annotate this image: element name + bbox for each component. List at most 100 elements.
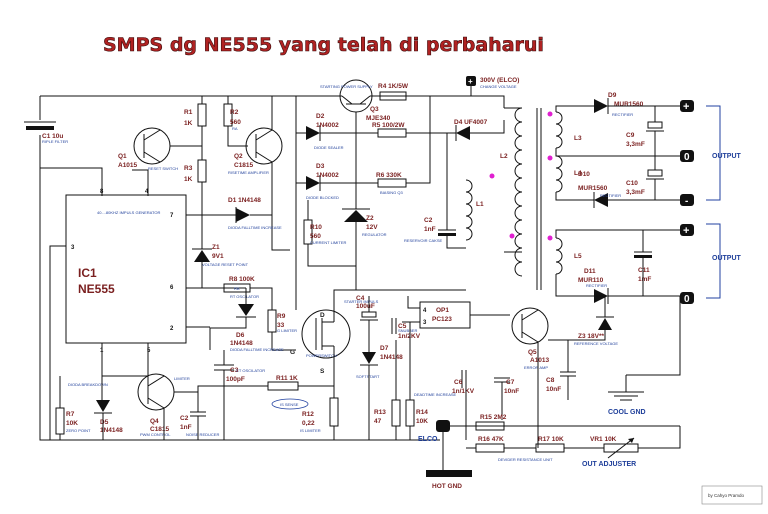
vr1-potentiometer: VR1 10K OUT ADJUSTER [582, 436, 639, 468]
r12-value: 0,22 [302, 420, 315, 427]
c8-value: 10nF [546, 386, 561, 393]
d5-value: 1N4148 [100, 427, 123, 434]
op1-wiring [402, 296, 510, 323]
c2-lower-sub: NOISE REDUCER [186, 432, 219, 437]
z3-wiring [548, 296, 606, 341]
c6-capacitor: C6 1n/1KV [452, 370, 475, 395]
mosfet-powerswitch: D G S POWERSWITCH [290, 309, 351, 375]
z1-label: Z1 [212, 244, 220, 251]
r5-resistor: R5 100/2W [372, 122, 407, 138]
c8-capacitor: C8 10nF [546, 371, 576, 393]
c2-capacitor: C2 1nF RESERVOIR CAKSE [404, 217, 456, 243]
d3-sub: DIODE BLOCKED [306, 195, 339, 200]
r12-sub: IS LIMITER [300, 428, 321, 433]
d7-label: D7 [380, 345, 389, 352]
output2-plus-terminal: + [680, 224, 694, 237]
r8-sub: RT OSCILATOR [230, 294, 259, 299]
c5-capacitor: C5 1n/2KV SNUBBER [391, 318, 421, 340]
r4-resistor: R4 1K/5W [378, 83, 409, 101]
r16-resistor: R16 47K [475, 436, 505, 453]
d4-diode: D4 UF4007 [454, 119, 488, 141]
c7-value: 10nF [504, 388, 519, 395]
ic1-ne555: IC1 NE555 40....80KHZ IMPULS GENERATOR 8… [65, 189, 187, 354]
c10-value: 3,3mF [626, 189, 645, 196]
r9-wiring [271, 332, 296, 351]
c2-lower-capacitor: C2 1nF NOISE REDUCER [180, 411, 219, 437]
r11-label: R11 1K [276, 375, 298, 382]
q5-sub: ERROR AMP [524, 365, 548, 370]
d2-label: D2 [316, 113, 325, 120]
r8-label: R8 100K [229, 276, 255, 283]
vr1-label: VR1 10K [590, 436, 617, 443]
r2-label: R2 [230, 109, 239, 116]
c3-value: 100pF [226, 376, 245, 383]
c2-wiring [446, 133, 466, 249]
r16-label: R16 47K [478, 436, 504, 443]
d3-diode: D3 1N4002 DIODE BLOCKED [306, 163, 339, 200]
hot-gnd-symbol: HOT GND [426, 470, 472, 490]
d4-wiring [470, 120, 505, 134]
l4-label: L4 [574, 170, 582, 177]
r7-value: 10K [66, 420, 78, 427]
r3-value: 1K [184, 176, 193, 183]
d1-sub: DIODA FALLTIME INCREASE [228, 225, 282, 230]
output2-bracket [706, 223, 721, 299]
z2-zener: Z2 12V REGULATOR [342, 208, 387, 237]
l2-transformer-primary: L2 [489, 107, 523, 277]
c2-sub: RESERVOIR CAKSE [404, 238, 442, 243]
cool-side-wiring [465, 296, 681, 440]
c2-lower-label: C2 [180, 415, 189, 422]
output1-bracket [706, 105, 721, 201]
q4-top: LIMITER [174, 376, 190, 381]
q4-label: Q4 [150, 418, 159, 425]
d6-sub: DIODA FALLTIME INCREASE [230, 347, 284, 352]
elco-wiring [442, 425, 680, 470]
q4-value: C1815 [150, 426, 170, 433]
r4-label: R4 1K/5W [378, 83, 409, 90]
d6-value: 1N4148 [230, 340, 253, 347]
output2-plus: + [683, 225, 689, 237]
r9-resistor: R9 33 G LIMITER [267, 309, 297, 333]
d2-sub: DIODE SEALER [314, 145, 344, 150]
c9-label: C9 [626, 132, 635, 139]
c4-capacitor: C4 100uF STARTER IMPULS [344, 295, 379, 321]
c9-capacitor: C9 3,3mF [626, 121, 664, 148]
output2-zero: 0 [684, 294, 690, 305]
divider-wiring [466, 420, 604, 449]
output1-label: OUTPUT [712, 153, 742, 160]
r10-sub: CURRENT LIMITER [310, 240, 346, 245]
output2-label: OUTPUT [712, 255, 742, 262]
d11-value: MUR110 [578, 277, 604, 284]
r1-r3-wiring [170, 96, 246, 216]
op1-optocoupler: OP1 PC123 4 3 [419, 301, 471, 329]
r13-value: 47 [374, 418, 382, 425]
c1-capacitor: C1 10u RIPLE FILTER [24, 121, 68, 144]
r14-value: 10K [416, 418, 428, 425]
c10-label: C10 [626, 180, 638, 187]
r15-label: R15 2M2 [480, 414, 507, 421]
r9-sub: G LIMITER [277, 328, 297, 333]
d3-value: 1N4002 [316, 172, 339, 179]
c2-lower-value: 1nF [180, 424, 192, 431]
d11-sub: RECTIFIER [586, 283, 607, 288]
diagram-title: SMPS dg NE555 yang telah di perbaharui [103, 34, 544, 56]
l2-label: L2 [500, 153, 508, 160]
ic1-pin6: 6 [170, 285, 174, 291]
r10-resistor: R10 560 CURRENT LIMITER [303, 219, 346, 245]
r6-sub: BIASING Q3 [380, 190, 403, 195]
d3-label: D3 [316, 163, 325, 170]
r5-label: R5 100/2W [372, 122, 405, 129]
mosfet-s: S [320, 368, 325, 375]
q5-label: Q5 [528, 349, 537, 356]
c1-sub: RIPLE FILTER [42, 139, 68, 144]
q1-sub: RESET SWITCH [148, 166, 178, 171]
d7-sub: SOFTSTART [356, 374, 380, 379]
ic1-pin3: 3 [71, 245, 75, 251]
c3-sub: CT OSCILATOR [236, 368, 265, 373]
ic1-ref-label: IC1 [78, 266, 97, 280]
z1-value: 9V1 [212, 253, 224, 260]
r10-value: 560 [310, 233, 321, 240]
z3-zener: Z3 18V** REFERENCE VOLTAGE [574, 316, 618, 346]
c5-label: C5 [398, 323, 407, 330]
d10-diode: D10 MUR1560 RECTIFIER [578, 171, 621, 208]
